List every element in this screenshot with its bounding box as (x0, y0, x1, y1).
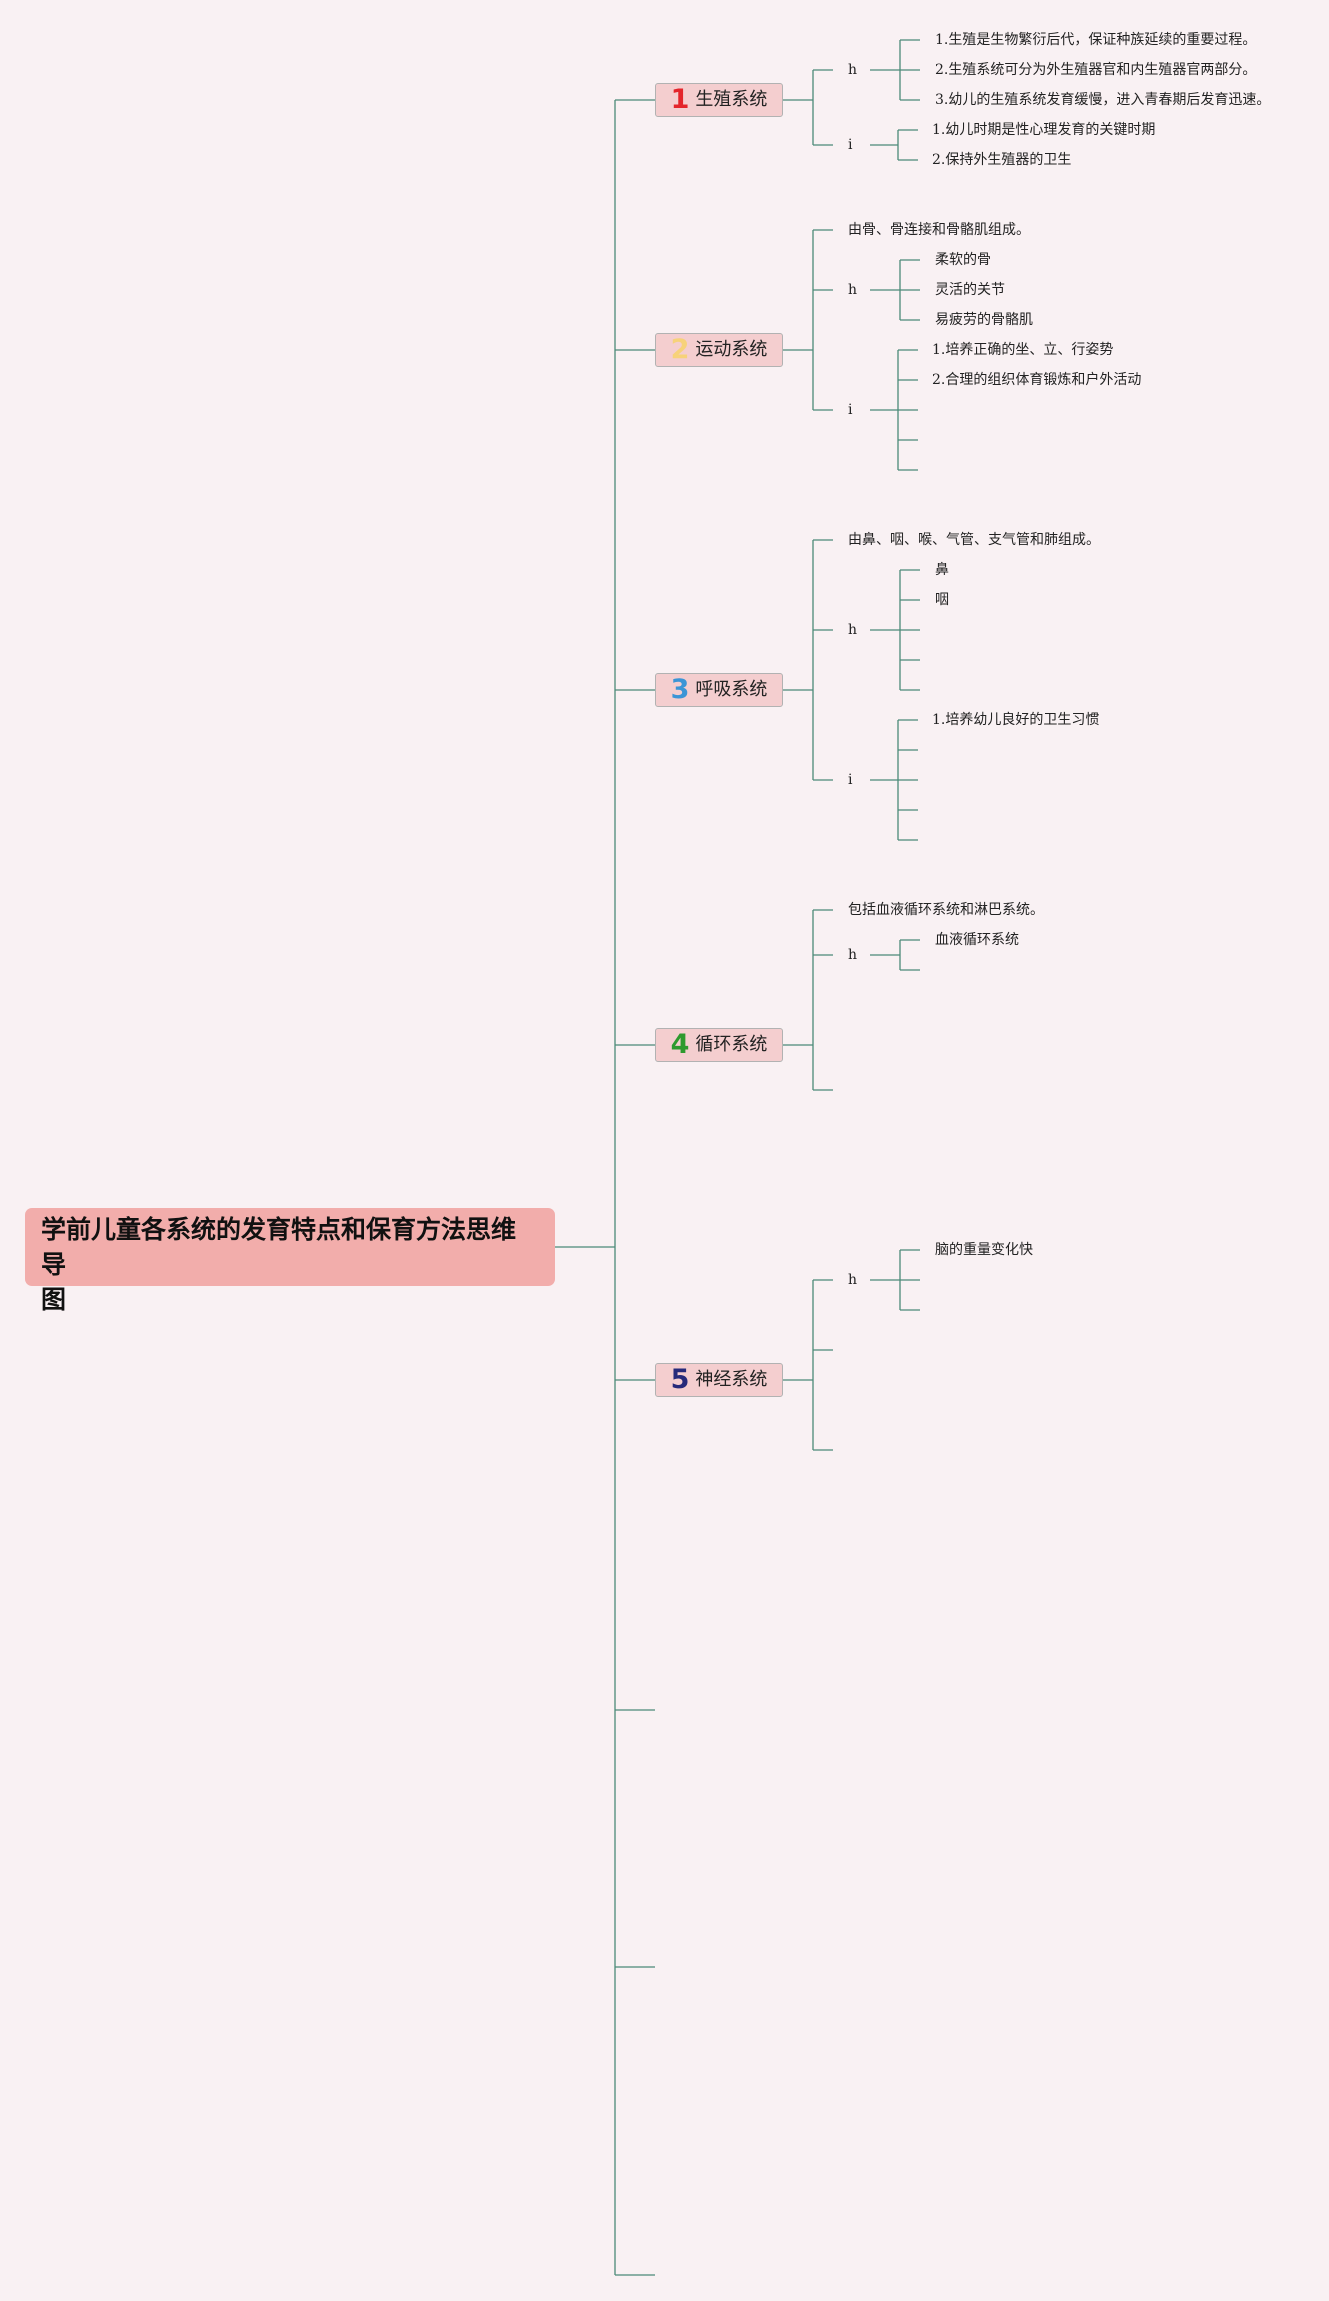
leaf-node[interactable]: 咽 (935, 592, 949, 608)
i-node[interactable]: i (848, 402, 853, 418)
leaf-node[interactable]: 血液循环系统 (935, 932, 1019, 948)
leaf-node[interactable]: 3.幼儿的生殖系统发育缓慢，进入青春期后发育迅速。 (935, 92, 1271, 108)
system-number-5: 5 (670, 1364, 690, 1395)
leaf-node[interactable]: 灵活的关节 (935, 282, 1005, 298)
system-label-3: 呼吸系统 (695, 679, 768, 700)
system-node-1[interactable]: 1 生殖系统 (655, 83, 783, 117)
system-node-4[interactable]: 4 循环系统 (655, 1028, 783, 1062)
leaf-node[interactable]: 1.生殖是生物繁衍后代，保证种族延续的重要过程。 (935, 32, 1257, 48)
leaf-node[interactable]: 柔软的骨 (935, 252, 991, 268)
leaf-node[interactable]: 2.合理的组织体育锻炼和户外活动 (932, 372, 1142, 388)
leaf-node[interactable]: 鼻 (935, 562, 949, 578)
leaf-node[interactable]: 2.保持外生殖器的卫生 (932, 152, 1072, 168)
system-node-2[interactable]: 2 运动系统 (655, 333, 783, 367)
root-title-line-2: 图 (41, 1285, 67, 1314)
intro-node[interactable]: 由骨、骨连接和骨骼肌组成。 (848, 222, 1030, 238)
system-number-3: 3 (670, 674, 690, 705)
root-topic[interactable]: 学前儿童各系统的发育特点和保育方法思维导 图 (25, 1208, 555, 1314)
i-node[interactable]: i (848, 137, 853, 153)
i-node[interactable]: i (848, 772, 853, 788)
intro-node[interactable]: 包括血液循环系统和淋巴系统。 (848, 902, 1044, 918)
leaf-node[interactable]: 脑的重量变化快 (935, 1242, 1033, 1258)
h-node[interactable]: h (848, 1272, 858, 1288)
system-label-4: 循环系统 (695, 1034, 768, 1055)
intro-node[interactable]: 由鼻、咽、喉、气管、支气管和肺组成。 (848, 532, 1100, 548)
h-node[interactable]: h (848, 947, 858, 963)
system-number-1: 1 (670, 84, 690, 115)
leaf-node[interactable]: 1.培养正确的坐、立、行姿势 (932, 342, 1114, 358)
system-number-4: 4 (670, 1029, 690, 1060)
leaf-node[interactable]: 1.幼儿时期是性心理发育的关键时期 (932, 122, 1156, 138)
system-node-5[interactable]: 5 神经系统 (655, 1363, 783, 1397)
h-node[interactable]: h (848, 62, 858, 78)
system-label-5: 神经系统 (695, 1369, 768, 1390)
system-label-2: 运动系统 (695, 339, 768, 360)
h-node[interactable]: h (848, 282, 858, 298)
leaf-node[interactable]: 2.生殖系统可分为外生殖器官和内生殖器官两部分。 (935, 62, 1257, 78)
leaf-node[interactable]: 易疲劳的骨骼肌 (935, 312, 1033, 328)
system-number-2: 2 (670, 334, 690, 365)
leaf-node[interactable]: 1.培养幼儿良好的卫生习惯 (932, 712, 1100, 728)
system-node-3[interactable]: 3 呼吸系统 (655, 673, 783, 707)
system-label-1: 生殖系统 (695, 89, 768, 110)
h-node[interactable]: h (848, 622, 858, 638)
root-title-line-1: 学前儿童各系统的发育特点和保育方法思维导 (41, 1215, 517, 1279)
